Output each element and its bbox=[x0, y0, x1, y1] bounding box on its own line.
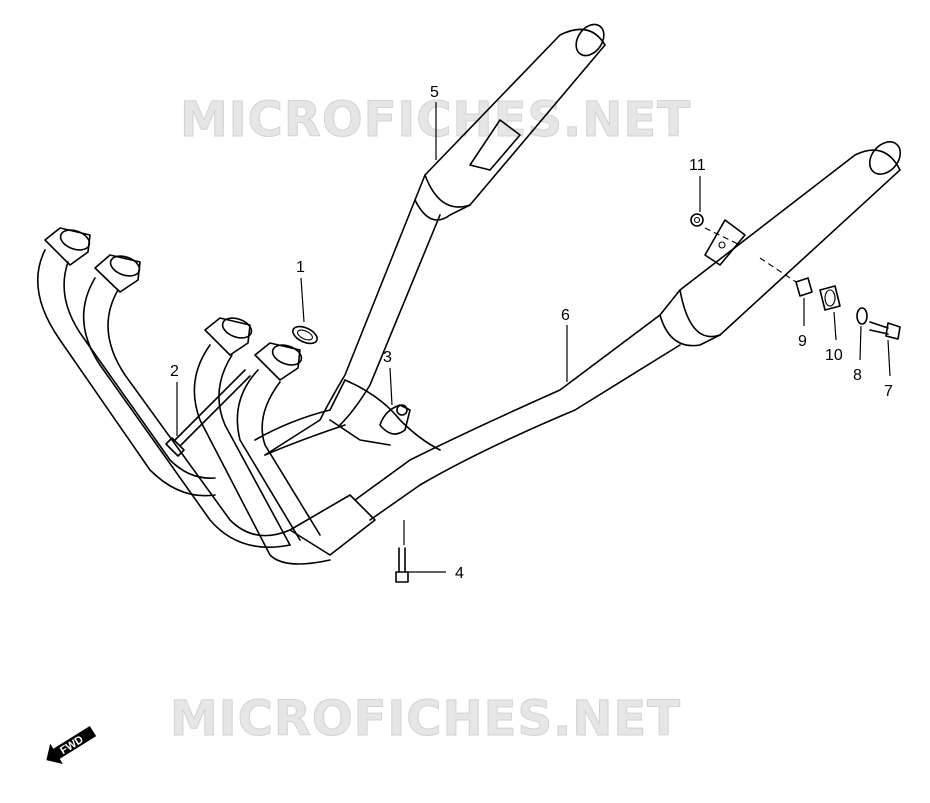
mounting-bolt[interactable] bbox=[869, 321, 901, 340]
callout-9[interactable]: 9 bbox=[798, 333, 807, 350]
watermark-bottom: MICROFICHES.NET bbox=[170, 691, 681, 747]
callout-11[interactable]: 11 bbox=[689, 157, 706, 174]
callout-1[interactable]: 1 bbox=[296, 259, 305, 276]
watermark-top: MICROFICHES.NET bbox=[180, 92, 691, 148]
muffler-clamp[interactable] bbox=[379, 404, 411, 435]
mounting-nut[interactable] bbox=[690, 213, 704, 227]
clamp-bolt[interactable] bbox=[395, 547, 409, 583]
stud-bolt[interactable] bbox=[165, 369, 251, 457]
rubber-bushing[interactable] bbox=[819, 285, 841, 311]
exhaust-header-pipes[interactable] bbox=[36, 226, 441, 565]
callout-7[interactable]: 7 bbox=[884, 383, 893, 400]
spacer[interactable] bbox=[795, 277, 813, 297]
callout-8[interactable]: 8 bbox=[853, 367, 862, 384]
forward-direction-badge: FWD bbox=[46, 725, 97, 764]
muffler-right[interactable] bbox=[354, 136, 907, 521]
muffler-upper[interactable] bbox=[264, 19, 610, 456]
callout-10[interactable]: 10 bbox=[825, 347, 843, 364]
callout-5[interactable]: 5 bbox=[430, 84, 439, 101]
callout-6[interactable]: 6 bbox=[561, 307, 570, 324]
washer[interactable] bbox=[856, 307, 868, 325]
callout-4[interactable]: 4 bbox=[455, 565, 464, 582]
callout-3[interactable]: 3 bbox=[383, 349, 392, 366]
exhaust-gasket[interactable] bbox=[290, 323, 319, 347]
callout-2[interactable]: 2 bbox=[170, 363, 179, 380]
